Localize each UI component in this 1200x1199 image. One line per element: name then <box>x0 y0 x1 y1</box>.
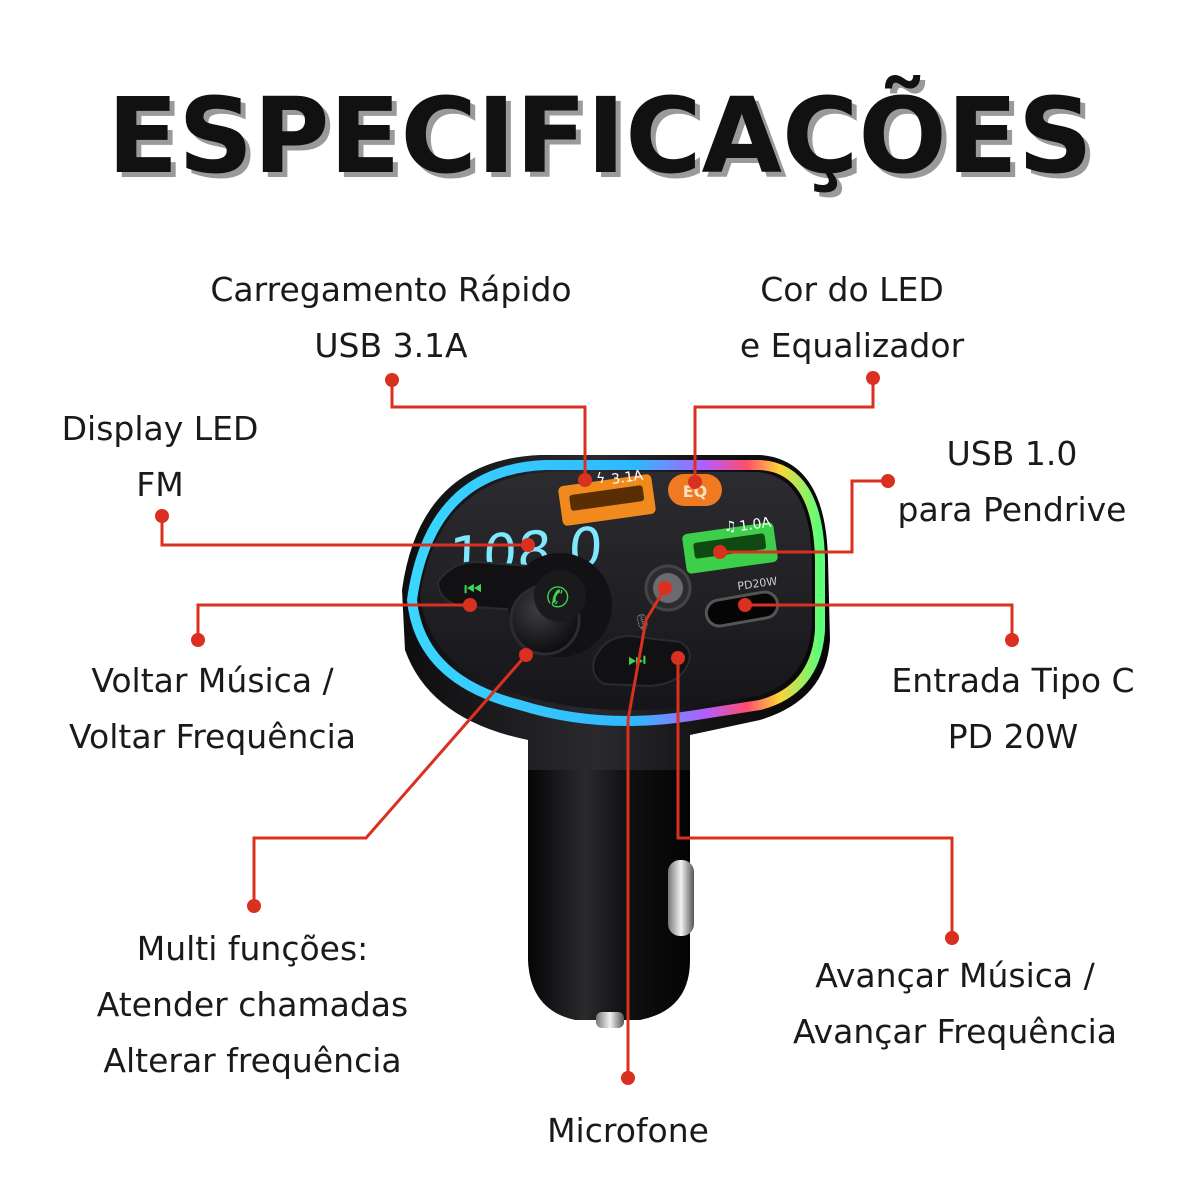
label-type-c: Entrada Tipo C PD 20W <box>868 653 1158 765</box>
callout-multi <box>252 654 528 906</box>
label-back-music: Voltar Música / Voltar Frequência <box>40 653 385 765</box>
usb-fast-port-slot <box>569 485 645 511</box>
page-title: ESPECIFICAÇÕES <box>107 75 1092 197</box>
plug-tip <box>596 1012 624 1028</box>
label-type-c-line2: PD 20W <box>947 717 1079 756</box>
label-multi-line2: Atender chamadas <box>96 985 409 1024</box>
label-led-color: Cor do LED e Equalizador <box>702 262 1002 374</box>
label-multi-line1: Multi funções: <box>136 929 369 968</box>
dot-usb-pendrive-end <box>713 545 727 559</box>
label-fast-charge-line2: USB 3.1A <box>314 326 468 365</box>
dot-led-color-end <box>688 475 702 489</box>
dot-multi-end <box>519 648 533 662</box>
label-fast-charge-line1: Carregamento Rápido <box>210 270 572 309</box>
callout-usb-pendrive <box>720 479 888 554</box>
callout-forward-music <box>676 658 954 938</box>
label-back-music-line2: Voltar Frequência <box>69 717 356 756</box>
callout-microphone <box>626 587 667 1078</box>
label-display-line1: Display LED <box>61 409 259 448</box>
page-title-shadow: ESPECIFICAÇÕES <box>112 80 1097 202</box>
next-button[interactable] <box>592 634 691 688</box>
label-display-line2: FM <box>136 465 184 504</box>
led-ring <box>406 460 825 727</box>
usbc-label: PD20W <box>737 575 779 593</box>
port-left-label: 3.1A <box>610 468 644 488</box>
label-multi-line3: Alterar frequência <box>103 1041 402 1080</box>
dot-type-c-end <box>738 598 752 612</box>
dot-back-music <box>191 633 205 647</box>
dot-fast-charge <box>385 373 399 387</box>
usb-pendrive-port-slot <box>693 533 767 559</box>
label-usb-pendrive: USB 1.0 para Pendrive <box>872 426 1152 538</box>
label-microphone-line1: Microfone <box>547 1111 709 1150</box>
music-note-icon: ♫ <box>724 519 737 535</box>
label-back-music-line1: Voltar Música / <box>91 661 334 700</box>
label-display: Display LED FM <box>40 401 280 513</box>
callout-fast-charge <box>390 380 587 480</box>
label-usb-pendrive-line1: USB 1.0 <box>946 434 1078 473</box>
phone-button[interactable] <box>534 570 586 622</box>
eq-button[interactable] <box>668 474 722 506</box>
dot-forward-music <box>945 931 959 945</box>
phone-icon: ✆ <box>546 581 569 614</box>
dot-usb-pendrive <box>881 474 895 488</box>
dot-forward-music-end <box>671 651 685 665</box>
label-usb-pendrive-line2: para Pendrive <box>897 490 1127 529</box>
label-type-c-line1: Entrada Tipo C <box>891 661 1135 700</box>
dot-fast-charge-end <box>578 473 592 487</box>
plug-shaft <box>528 760 690 1020</box>
dot-back-music-end <box>463 598 477 612</box>
label-forward-music-line1: Avançar Música / <box>815 956 1095 995</box>
label-forward-music: Avançar Música / Avançar Frequência <box>760 948 1150 1060</box>
port-right-label: 1.0A <box>738 515 772 535</box>
label-led-color-line2: e Equalizador <box>739 326 965 365</box>
label-fast-charge: Carregamento Rápido USB 3.1A <box>171 262 611 374</box>
plug-side-contact <box>668 860 694 936</box>
callout-led-color <box>693 378 875 482</box>
eq-label: EQ <box>683 482 708 501</box>
title-graphic: ESPECIFICAÇÕES ESPECIFICAÇÕES <box>107 75 1097 202</box>
callout-display <box>160 516 528 547</box>
previous-icon: ⏮ <box>464 577 482 601</box>
label-forward-music-line2: Avançar Frequência <box>792 1012 1118 1051</box>
label-multi: Multi funções: Atender chamadas Alterar … <box>60 921 445 1089</box>
label-led-color-line1: Cor do LED <box>760 270 944 309</box>
dot-microphone-end <box>658 581 672 595</box>
dot-display-end <box>521 538 535 552</box>
dot-type-c <box>1005 633 1019 647</box>
label-microphone: Microfone <box>508 1103 748 1159</box>
callout-type-c <box>745 603 1014 640</box>
dot-display <box>155 509 169 523</box>
dot-multi <box>247 899 261 913</box>
dot-led-color <box>866 371 880 385</box>
dot-microphone <box>621 1071 635 1085</box>
callout-back-music <box>196 603 470 640</box>
lightning-icon: ϟ <box>596 471 605 487</box>
